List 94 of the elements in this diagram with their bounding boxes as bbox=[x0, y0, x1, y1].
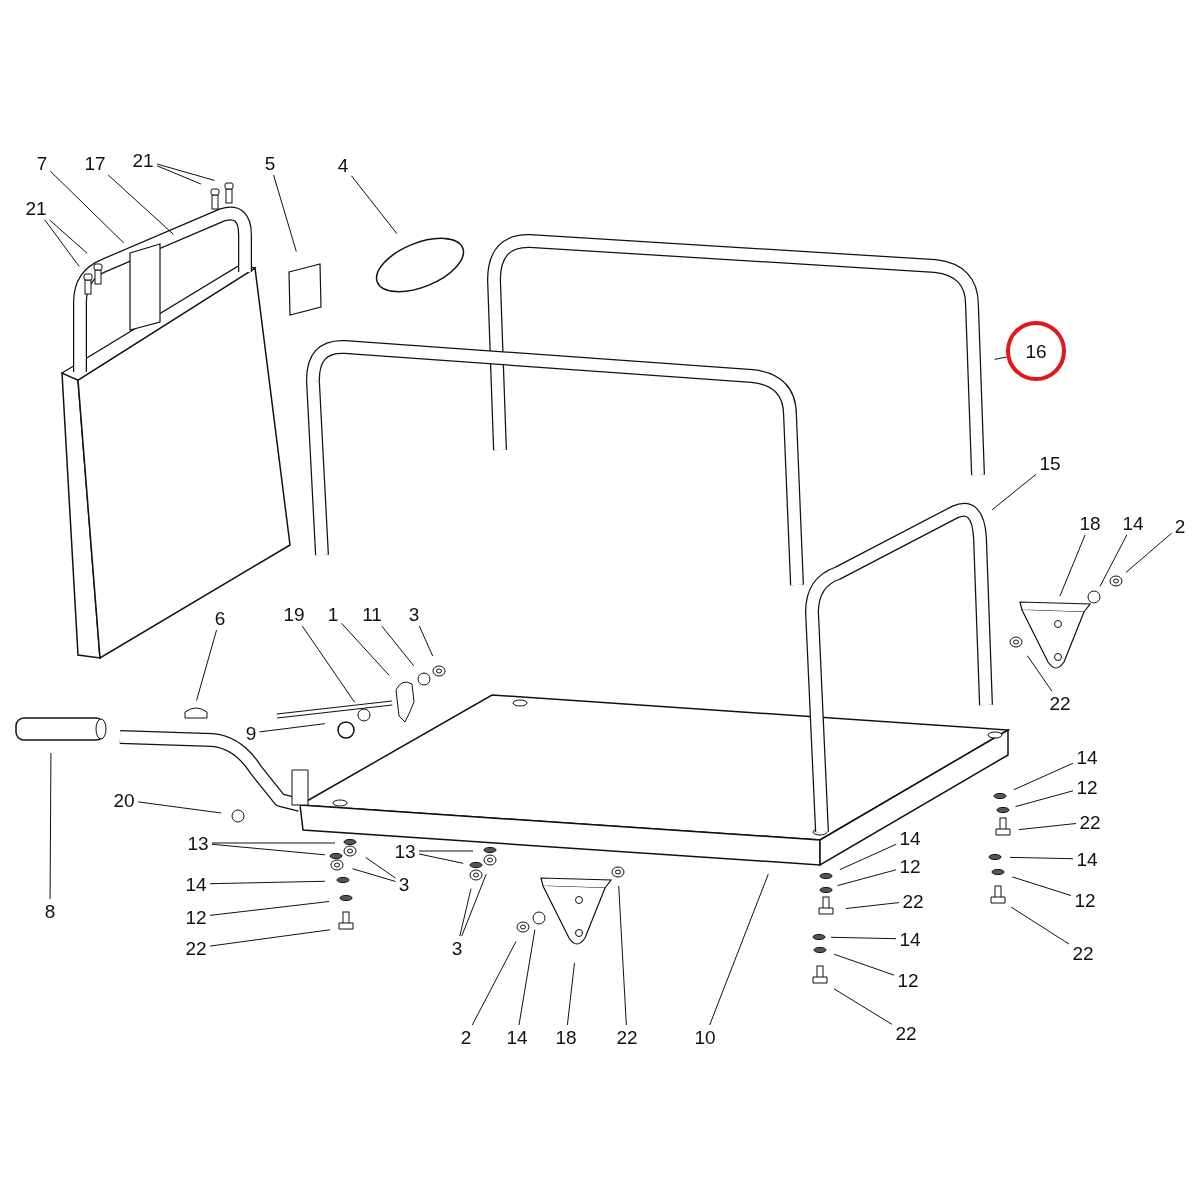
leader-line bbox=[351, 175, 398, 235]
leader-line bbox=[1059, 534, 1086, 597]
callout-number: 21 bbox=[129, 148, 157, 172]
callout-number: 14 bbox=[896, 927, 924, 951]
callout-number: 16 bbox=[1006, 321, 1066, 381]
callout-number: 12 bbox=[182, 905, 210, 929]
callout-number: 11 bbox=[358, 602, 386, 626]
leader-line bbox=[845, 902, 900, 910]
callout-number: 3 bbox=[395, 872, 413, 896]
leader-line bbox=[50, 170, 125, 244]
callout-number: 5 bbox=[261, 151, 279, 175]
callout-number: 4 bbox=[334, 153, 352, 177]
leader-line bbox=[211, 843, 326, 856]
leader-line bbox=[566, 962, 575, 1026]
leader-line bbox=[833, 988, 893, 1025]
leader-line bbox=[418, 853, 464, 864]
leader-line bbox=[994, 356, 1008, 360]
callout-number: 14 bbox=[503, 1025, 531, 1049]
leader-line bbox=[156, 165, 202, 185]
leader-line bbox=[1015, 790, 1074, 808]
callout-number: 15 bbox=[1036, 451, 1064, 475]
leader-line bbox=[709, 873, 769, 1026]
leader-line bbox=[471, 941, 517, 1026]
callout-number: 12 bbox=[1073, 775, 1101, 799]
callout-number: 13 bbox=[184, 831, 212, 855]
leader-line bbox=[381, 625, 415, 667]
callout-number: 8 bbox=[41, 899, 59, 923]
leader-line bbox=[49, 752, 52, 900]
callout-number: 10 bbox=[691, 1025, 719, 1049]
leader-line bbox=[618, 885, 627, 1026]
callout-number: 14 bbox=[1073, 745, 1101, 769]
leader-line bbox=[351, 868, 396, 882]
callout-number: 3 bbox=[405, 602, 423, 626]
callout-number: 22 bbox=[1076, 810, 1104, 834]
callout-number: 22 bbox=[1069, 941, 1097, 965]
callout-number: 14 bbox=[1073, 847, 1101, 871]
callout-number: 21 bbox=[22, 196, 50, 220]
leader-line bbox=[1125, 532, 1172, 574]
callout-number: 12 bbox=[896, 854, 924, 878]
callout-number: 22 bbox=[892, 1021, 920, 1045]
callout-number: 12 bbox=[1071, 888, 1099, 912]
leader-line bbox=[44, 219, 80, 268]
leader-line bbox=[830, 936, 897, 940]
callout-number: 18 bbox=[552, 1025, 580, 1049]
leader-line bbox=[209, 880, 326, 885]
callout-number: 9 bbox=[242, 721, 260, 745]
leader-line bbox=[209, 901, 330, 916]
leader-line bbox=[1013, 762, 1074, 791]
leader-line bbox=[418, 850, 474, 852]
leader-line bbox=[137, 801, 222, 814]
leader-line bbox=[461, 873, 487, 937]
leader-line bbox=[301, 625, 356, 703]
callout-number: 7 bbox=[33, 151, 51, 175]
callout-number: 20 bbox=[110, 788, 138, 812]
leader-line bbox=[1009, 856, 1074, 860]
callout-number: 2 bbox=[457, 1025, 475, 1049]
leader-line bbox=[459, 888, 472, 937]
callout-number: 14 bbox=[182, 872, 210, 896]
leader-line bbox=[211, 842, 336, 844]
leader-line bbox=[365, 856, 396, 879]
callout-number: 12 bbox=[894, 968, 922, 992]
callout-number: 14 bbox=[896, 826, 924, 850]
leader-line bbox=[991, 473, 1037, 511]
leader-line bbox=[1011, 876, 1072, 897]
callout-number: 22 bbox=[1046, 691, 1074, 715]
leader-line bbox=[196, 629, 218, 701]
leader-line bbox=[837, 869, 897, 887]
callout-number: 22 bbox=[613, 1025, 641, 1049]
callout-number: 19 bbox=[280, 602, 308, 626]
leader-line bbox=[1010, 906, 1070, 945]
leader-line bbox=[156, 163, 215, 181]
callout-number: 14 bbox=[1119, 511, 1147, 535]
leader-line bbox=[259, 723, 326, 733]
callout-number: 2 bbox=[1171, 514, 1189, 538]
leader-line bbox=[1018, 823, 1077, 831]
leader-line bbox=[1099, 534, 1128, 587]
leader-line bbox=[341, 622, 390, 676]
callout-number: 17 bbox=[81, 151, 109, 175]
callout-number: 3 bbox=[448, 936, 466, 960]
leader-line bbox=[1026, 655, 1053, 692]
callout-number: 22 bbox=[182, 936, 210, 960]
callout-number: 22 bbox=[899, 889, 927, 913]
leader-line bbox=[418, 625, 434, 657]
leader-line bbox=[209, 929, 331, 947]
callout-number: 6 bbox=[211, 606, 229, 630]
leader-line bbox=[273, 174, 297, 253]
leader-line bbox=[833, 953, 895, 976]
callout-number: 18 bbox=[1076, 511, 1104, 535]
leader-line bbox=[839, 843, 897, 871]
callout-number: 1 bbox=[324, 602, 342, 626]
leader-line bbox=[49, 219, 88, 254]
leader-line bbox=[518, 929, 536, 1026]
leader-line bbox=[107, 174, 174, 235]
callout-number: 13 bbox=[391, 839, 419, 863]
